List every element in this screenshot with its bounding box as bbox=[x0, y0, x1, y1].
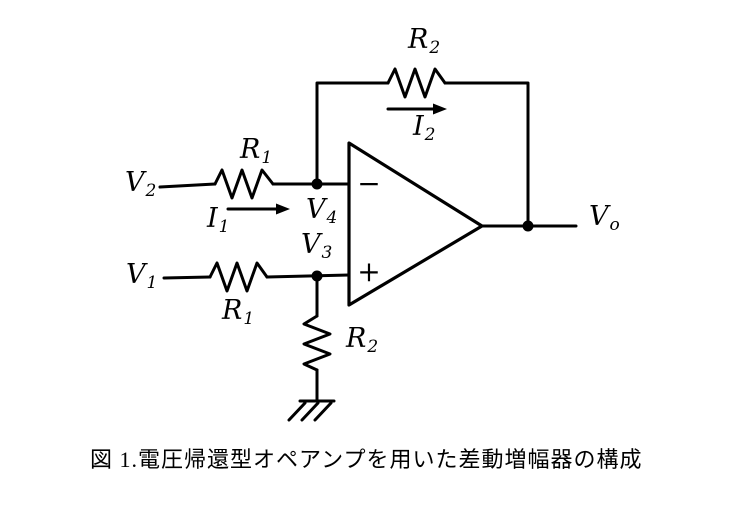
figure-caption: 図 1.電圧帰還型オペアンプを用いた差動増幅器の構成 bbox=[90, 447, 643, 472]
label-r1-top-sub: 1 bbox=[261, 147, 273, 168]
opamp-inverting-input-marker: − bbox=[357, 167, 381, 200]
label-v2-sub: 2 bbox=[145, 180, 157, 201]
label-v1-base: V bbox=[126, 259, 146, 290]
label-v3: V3 bbox=[301, 229, 332, 261]
resistor-r2-bottom bbox=[302, 314, 332, 372]
label-r2-bottom-sub: 2 bbox=[367, 336, 379, 357]
wire-feedback-left bbox=[315, 81, 390, 186]
label-r1-bottom-base: R bbox=[222, 295, 243, 326]
label-i1-sub: 1 bbox=[218, 216, 230, 237]
label-r1-bottom-sub: 1 bbox=[243, 308, 255, 329]
wire-r1-to-plus-input bbox=[265, 273, 351, 279]
label-v1: V1 bbox=[126, 259, 157, 291]
label-r2-top-base: R bbox=[408, 24, 429, 55]
node-dot-output bbox=[522, 220, 534, 232]
label-r1-bottom: R1 bbox=[222, 295, 254, 327]
label-v2-base: V bbox=[125, 167, 145, 198]
label-i1-base: I bbox=[207, 203, 218, 234]
current-arrow-i1 bbox=[226, 203, 290, 215]
resistor-r2-top bbox=[386, 67, 447, 99]
wire-feedback-right bbox=[443, 81, 530, 228]
label-r2-bottom-base: R bbox=[346, 323, 367, 354]
label-vo-base: V bbox=[589, 201, 609, 232]
label-r1-top-base: R bbox=[240, 134, 261, 165]
opamp-noninverting-input-marker: + bbox=[357, 255, 381, 288]
label-v3-base: V bbox=[301, 229, 321, 260]
label-i2-base: I bbox=[413, 111, 424, 142]
wire-v2-lead bbox=[158, 182, 217, 189]
label-v3-sub: 3 bbox=[321, 242, 333, 263]
label-v1-sub: 1 bbox=[146, 272, 158, 293]
ground-symbol bbox=[287, 399, 336, 422]
label-i2: I2 bbox=[413, 111, 436, 143]
resistor-r1-top bbox=[213, 168, 275, 200]
resistor-r1-bottom bbox=[208, 261, 269, 293]
label-r1-top: R1 bbox=[240, 134, 272, 166]
label-r2-top: R2 bbox=[408, 24, 440, 56]
label-vo-sub: o bbox=[609, 214, 620, 235]
label-vo: Vo bbox=[589, 201, 620, 233]
label-r2-bottom: R2 bbox=[346, 323, 378, 355]
label-v4-sub: 4 bbox=[326, 207, 338, 228]
label-r2-top-sub: 2 bbox=[429, 37, 441, 58]
wire-v1-lead bbox=[162, 275, 212, 280]
label-v4-base: V bbox=[306, 194, 326, 225]
label-v4: V4 bbox=[306, 194, 337, 226]
label-v2: V2 bbox=[125, 167, 156, 199]
label-i1: I1 bbox=[207, 203, 230, 235]
label-i2-sub: 2 bbox=[424, 124, 436, 145]
current-arrow-i2 bbox=[386, 103, 447, 115]
node-dot-v4 bbox=[311, 178, 323, 190]
opamp-triangle bbox=[347, 141, 484, 307]
node-dot-v3 bbox=[311, 270, 323, 282]
